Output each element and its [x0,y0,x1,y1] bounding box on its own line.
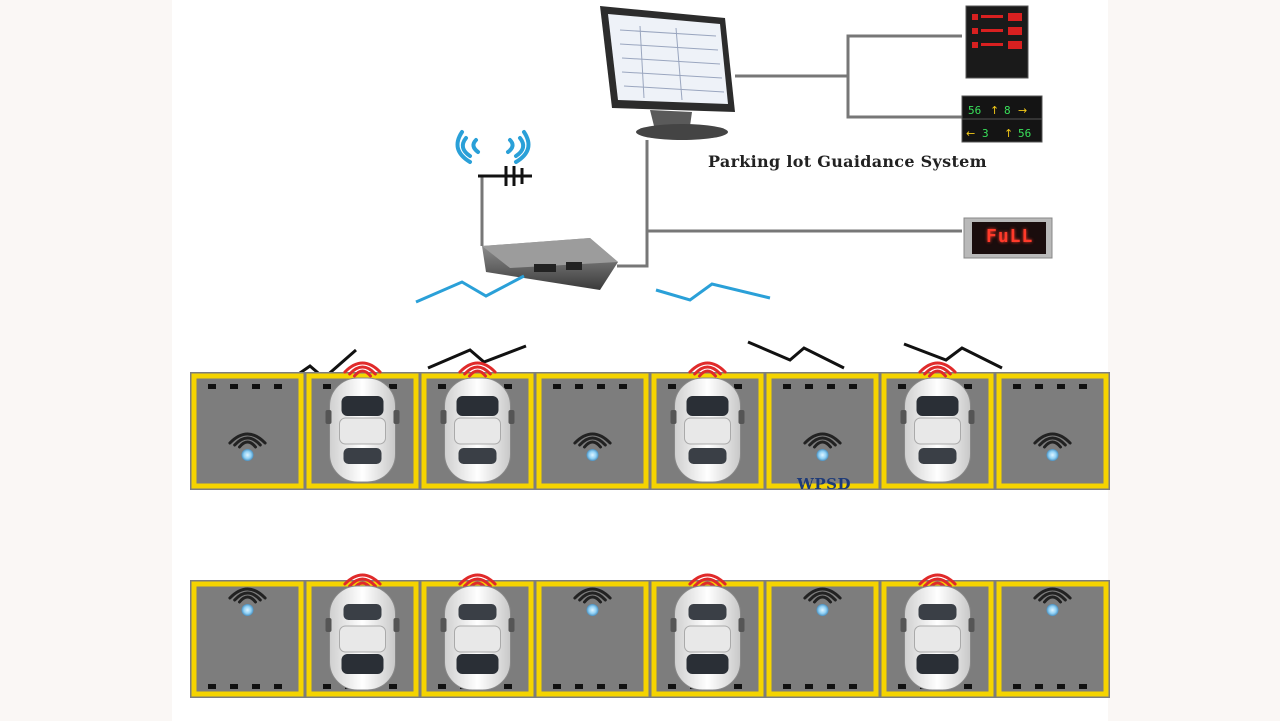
parking-rows [190,361,1110,698]
car-icon [440,585,515,691]
car-icon [670,585,745,691]
parking-bay-1 [191,373,304,489]
antenna-icon [478,166,532,186]
sensor-icon [228,587,267,616]
sensor-icon [573,432,612,461]
parking-bay-6 [766,373,879,489]
parking-bay-4 [536,581,649,697]
car-icon [325,585,400,691]
wire-monitor-to-panels [735,34,962,78]
parking-bay-5 [651,573,764,697]
parking-bay-3 [421,361,534,489]
car-icon [900,585,975,691]
car-icon [900,377,975,483]
panel-b-left-arrow: ← [966,127,975,140]
parking-bay-8 [996,581,1109,697]
car-icon [440,377,515,483]
wiring [480,34,962,268]
full-sign-display [963,217,1053,259]
panel-a-left-digits: 56 [968,104,981,117]
panel-b-right-digits: 56 [1018,127,1031,140]
wire-to-lower-panel [846,76,962,119]
asphalt-strip [190,580,1110,698]
parking-bay-3 [421,573,534,697]
parking-row-1 [190,361,1110,490]
computer-monitor-icon [600,6,735,140]
panel-b-left-digits: 3 [982,127,989,140]
wireless-controller-icon [482,238,618,290]
wire-antenna [480,174,512,246]
sensor-icon [1033,432,1072,461]
sensor-icon [573,587,612,616]
parking-bay-6 [766,581,879,697]
wifi-signal-icon [455,130,531,164]
parking-bay-7 [881,573,994,697]
full-sign-text: FuLL [986,226,1034,247]
parking-bay-2 [306,573,419,697]
sensor-icon [1033,587,1072,616]
car-icon [670,377,745,483]
parking-bay-1 [191,581,304,697]
system-title: Parking lot Guaidance System [708,152,987,171]
parking-bay-2 [306,361,419,489]
sensor-label: WPSD [797,475,851,493]
car-icon [325,377,400,483]
parking-bay-4 [536,373,649,489]
guidance-display-panel-top [965,5,1029,79]
sensor-icon [803,432,842,461]
panel-a-right-arrow: → [1018,104,1027,117]
asphalt-strip [190,372,1110,490]
parking-row-2 [190,573,1110,698]
guidance-display-panel-bottom: 56 ↑ 8 → ← 3 ↑ 56 [961,95,1043,143]
panel-b-arrow: ↑ [1004,127,1013,140]
wire-controller-to-trunk [617,231,649,268]
panel-a-arrow: ↑ [990,104,999,117]
panel-a-right-digits: 8 [1004,104,1011,117]
sensor-icon [803,587,842,616]
parking-bay-7 [881,361,994,489]
sensor-icon [228,432,267,461]
parking-bay-5 [651,361,764,489]
parking-bay-8 [996,373,1109,489]
